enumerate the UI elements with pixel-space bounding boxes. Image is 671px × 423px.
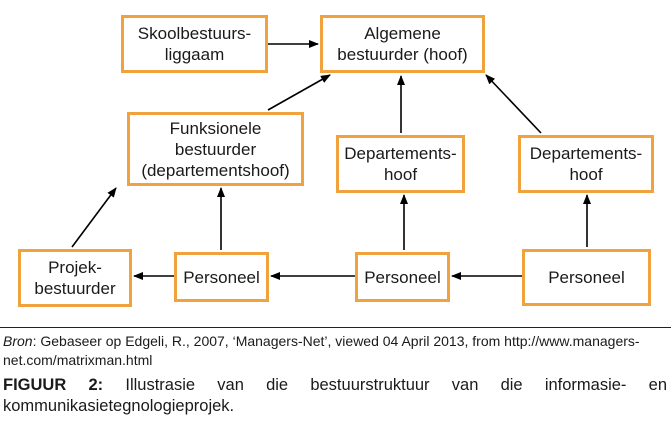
- node-label: Personeel: [548, 268, 625, 287]
- caption-text: Illustrasie van die bestuurstruktuur van…: [3, 376, 667, 415]
- node-label: Projek- bestuurder: [34, 258, 116, 298]
- caption-label: FIGUUR 2:: [3, 376, 104, 394]
- node-projekbestuurder: Projek- bestuurder: [18, 249, 132, 307]
- organisation-diagram: Skoolbestuurs- liggaam Algemene bestuurd…: [18, 15, 654, 307]
- node-skoolbestuursliggaam: Skoolbestuurs- liggaam: [121, 15, 268, 73]
- separator-line: [0, 327, 671, 328]
- node-funksionele-bestuurder: Funksionele bestuurder (departementshoof…: [127, 112, 304, 186]
- source-note: Bron: Gebaseer op Edgeli, R., 2007, ‘Man…: [3, 332, 667, 370]
- source-text: : Gebaseer op Edgeli, R., 2007, ‘Manager…: [3, 333, 640, 368]
- node-label: Departements- hoof: [344, 144, 457, 184]
- node-personeel-middle: Personeel: [355, 252, 450, 302]
- figure-caption: FIGUUR 2: Illustrasie van die bestuurstr…: [3, 375, 667, 417]
- node-label: Departements- hoof: [529, 144, 643, 184]
- node-personeel-right: Personeel: [522, 249, 651, 306]
- node-label: Skoolbestuurs- liggaam: [137, 24, 252, 64]
- node-label: Personeel: [364, 267, 441, 287]
- node-algemene-bestuurder: Algemene bestuurder (hoof): [320, 15, 485, 73]
- node-departementshoof-right: Departements- hoof: [518, 135, 654, 193]
- node-label: Algemene bestuurder (hoof): [337, 24, 468, 64]
- arrow-funksionele-to-algemene: [267, 74, 331, 111]
- node-personeel-left: Personeel: [174, 252, 269, 302]
- arrow-dept_right-to-algemene: [485, 74, 542, 134]
- node-label: Personeel: [183, 267, 260, 287]
- arrow-layer: [71, 40, 591, 280]
- arrow-projek-to-funksionele: [71, 187, 117, 248]
- source-label: Bron: [3, 333, 33, 349]
- node-label: Funksionele bestuurder (departementshoof…: [141, 118, 290, 180]
- node-departementshoof-middle: Departements- hoof: [336, 135, 465, 193]
